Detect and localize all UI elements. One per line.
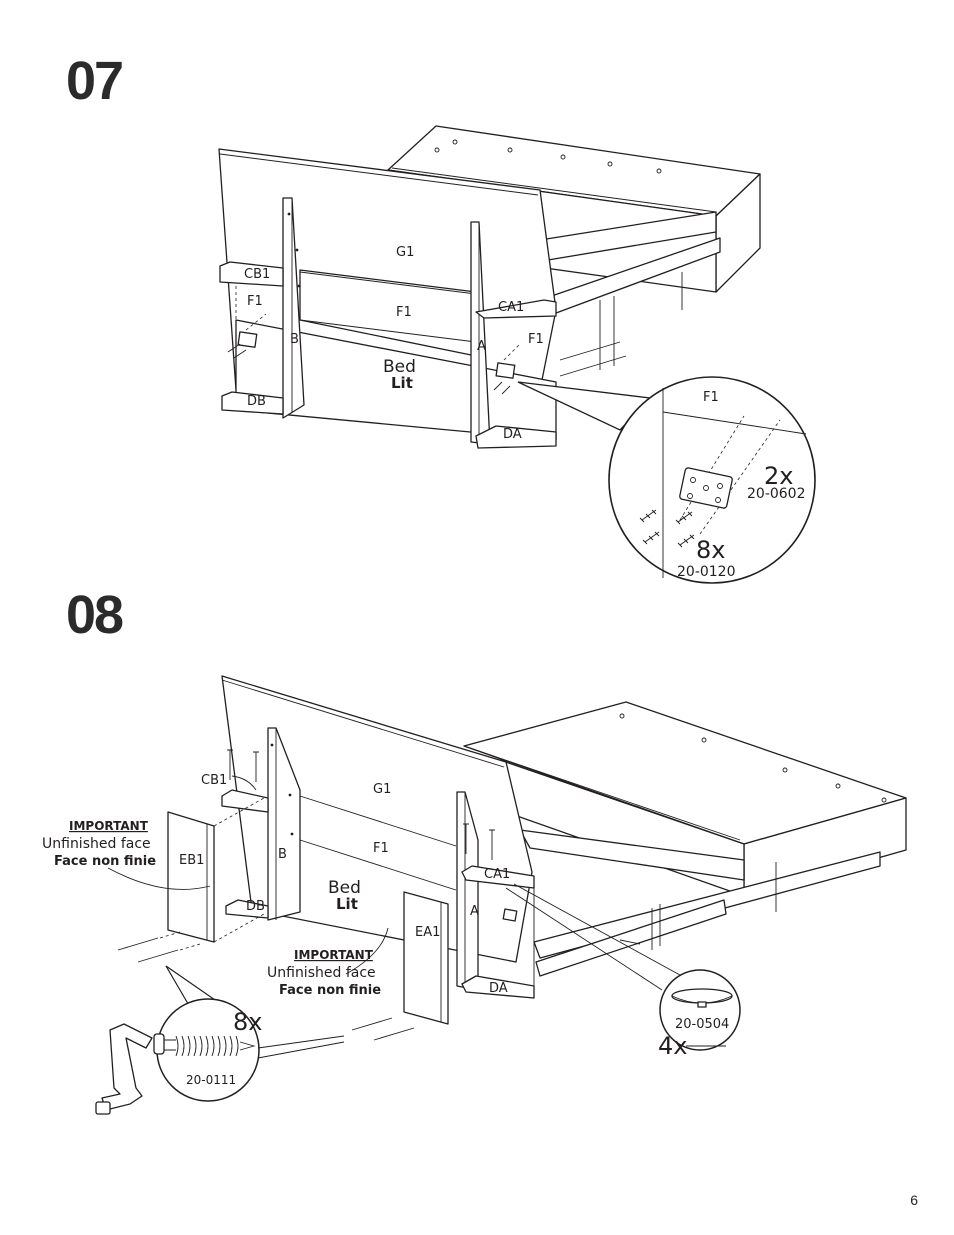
label-db-08: DB xyxy=(246,899,265,914)
allen-key-icon xyxy=(95,1023,153,1115)
screw-quantity: 8x xyxy=(696,536,725,564)
label-f1-left-07: F1 xyxy=(247,294,263,309)
important-line2-right: Face non finie xyxy=(279,983,381,998)
foot-detail-callout: 20-0504 4x xyxy=(505,883,741,1060)
end-panel-ea1 xyxy=(403,891,449,1025)
important-line1-left: Unfinished face xyxy=(42,836,151,852)
label-g1-07: G1 xyxy=(396,245,414,260)
dowel-icons-right-08 xyxy=(351,823,495,1041)
frame-holes-08 xyxy=(619,713,887,803)
label-a-08: A xyxy=(470,904,479,919)
important-title-right: IMPORTANT xyxy=(294,948,374,962)
shelf-da-07 xyxy=(475,425,557,449)
important-line1-right: Unfinished face xyxy=(267,965,376,981)
label-bed-07: Bed xyxy=(383,357,416,377)
dowel-quantity: 8x xyxy=(233,1008,262,1036)
label-bed-08: Bed xyxy=(328,878,361,898)
mending-plate-right-07 xyxy=(495,362,516,379)
step-number-08: 08 xyxy=(66,585,124,645)
bed-frame-07 xyxy=(387,125,761,377)
label-f1-08: F1 xyxy=(373,841,389,856)
label-eb1: EB1 xyxy=(179,853,204,868)
plate-part-code: 20-0602 xyxy=(747,486,806,502)
label-ca1-08: CA1 xyxy=(484,867,510,882)
dowel-icons-left-08 xyxy=(117,749,259,963)
foot-part-code: 20-0504 xyxy=(675,1017,729,1032)
shelf-ca1-07 xyxy=(475,299,557,319)
label-cb1-07: CB1 xyxy=(244,267,270,282)
label-lit-08: Lit xyxy=(336,895,358,913)
label-da-08: DA xyxy=(489,981,508,996)
label-ea1: EA1 xyxy=(415,925,440,940)
shelf-cb1-07 xyxy=(219,261,284,287)
detail-callout-07: F1 2x 20-0602 8x 20-0120 xyxy=(517,376,816,584)
page-number: 6 xyxy=(910,1192,918,1208)
plate-quantity: 2x xyxy=(764,462,793,490)
label-a-07: A xyxy=(477,339,486,354)
screw-icon-detail-07 xyxy=(639,509,695,548)
frame-holes-07 xyxy=(434,139,662,174)
label-g1-08: G1 xyxy=(373,782,391,797)
important-note-left: IMPORTANT Unfinished face Face non finie xyxy=(42,819,156,869)
label-ca1-07: CA1 xyxy=(498,300,524,315)
label-lit-07: Lit xyxy=(391,374,413,392)
bed-frame-08 xyxy=(463,701,907,977)
mending-plate-08 xyxy=(502,908,518,922)
dowel-detail-callout: 8x 20-0111 xyxy=(95,965,345,1115)
foot-quantity: 4x xyxy=(658,1032,687,1060)
important-note-right: IMPORTANT Unfinished face Face non finie xyxy=(267,948,381,998)
label-b-07: B xyxy=(290,332,299,347)
step-number-07: 07 xyxy=(66,51,124,111)
step-08-drawing: G1 F1 Bed Lit CB1 B DB EB1 CA1 A DA EA1 … xyxy=(42,675,907,1115)
screw-part-code: 20-0120 xyxy=(677,564,736,580)
detail-label-f1: F1 xyxy=(703,390,719,405)
shelf-cb1-08 xyxy=(221,789,269,813)
shelf-db-07 xyxy=(221,391,284,415)
label-cb1-08: CB1 xyxy=(201,773,227,788)
step-07-drawing: G1 F1 Bed Lit CB1 F1 B DB CA1 F1 A DA xyxy=(218,125,816,584)
label-b-08: B xyxy=(278,847,287,862)
label-f1-right-07: F1 xyxy=(528,332,544,347)
screws-small-07 xyxy=(227,313,521,395)
label-db-07: DB xyxy=(247,394,266,409)
label-f1-07: F1 xyxy=(396,305,412,320)
side-panel-b-07 xyxy=(282,197,305,419)
side-panel-a-08 xyxy=(456,791,479,991)
important-title-left: IMPORTANT xyxy=(69,819,149,833)
dowel-icon-detail xyxy=(153,1033,256,1057)
shelf-db-08 xyxy=(225,899,269,919)
important-line2-left: Face non finie xyxy=(54,854,156,869)
mending-plate-left-07 xyxy=(237,331,258,348)
glide-foot-icon xyxy=(671,988,733,1008)
label-da-07: DA xyxy=(503,427,522,442)
dowel-part-code: 20-0111 xyxy=(186,1073,236,1087)
